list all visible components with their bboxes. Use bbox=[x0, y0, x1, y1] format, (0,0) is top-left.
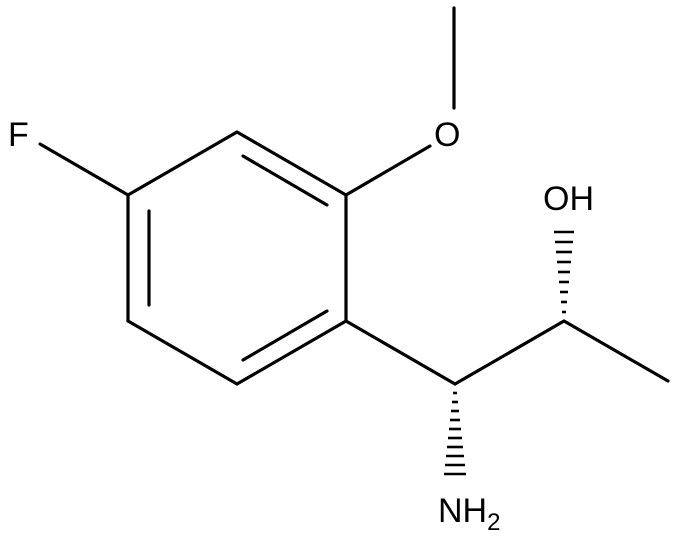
atom-amine: NH2 bbox=[438, 492, 500, 536]
bond-c-f bbox=[38, 142, 130, 197]
ring-double-bond-inner-3 bbox=[241, 309, 329, 362]
amine-subscript: 2 bbox=[487, 509, 500, 536]
amine-label: NH bbox=[438, 492, 487, 530]
atom-hydroxyl: OH bbox=[543, 180, 594, 218]
benzene-ring bbox=[126, 130, 348, 386]
ring-bond-c5-c6 bbox=[126, 319, 239, 386]
hashed-wedge-bond-amine bbox=[444, 391, 466, 476]
ring-bond-c2-c3 bbox=[235, 130, 348, 197]
ring-bond-c4-c5 bbox=[235, 319, 348, 386]
bond-ring-o-methoxy bbox=[344, 144, 432, 197]
bond-ring-c1prime bbox=[344, 319, 457, 386]
ring-double-bond-inner-2 bbox=[241, 154, 329, 207]
ring-bond-c1-c2 bbox=[126, 130, 239, 197]
bond-c2prime-methyl bbox=[562, 319, 670, 383]
hashed-wedge-bond-hydroxyl bbox=[554, 230, 574, 314]
bond-c1prime-c2prime bbox=[453, 319, 566, 386]
atom-fluorine: F bbox=[8, 116, 29, 154]
atom-methoxy-oxygen: O bbox=[434, 116, 460, 154]
